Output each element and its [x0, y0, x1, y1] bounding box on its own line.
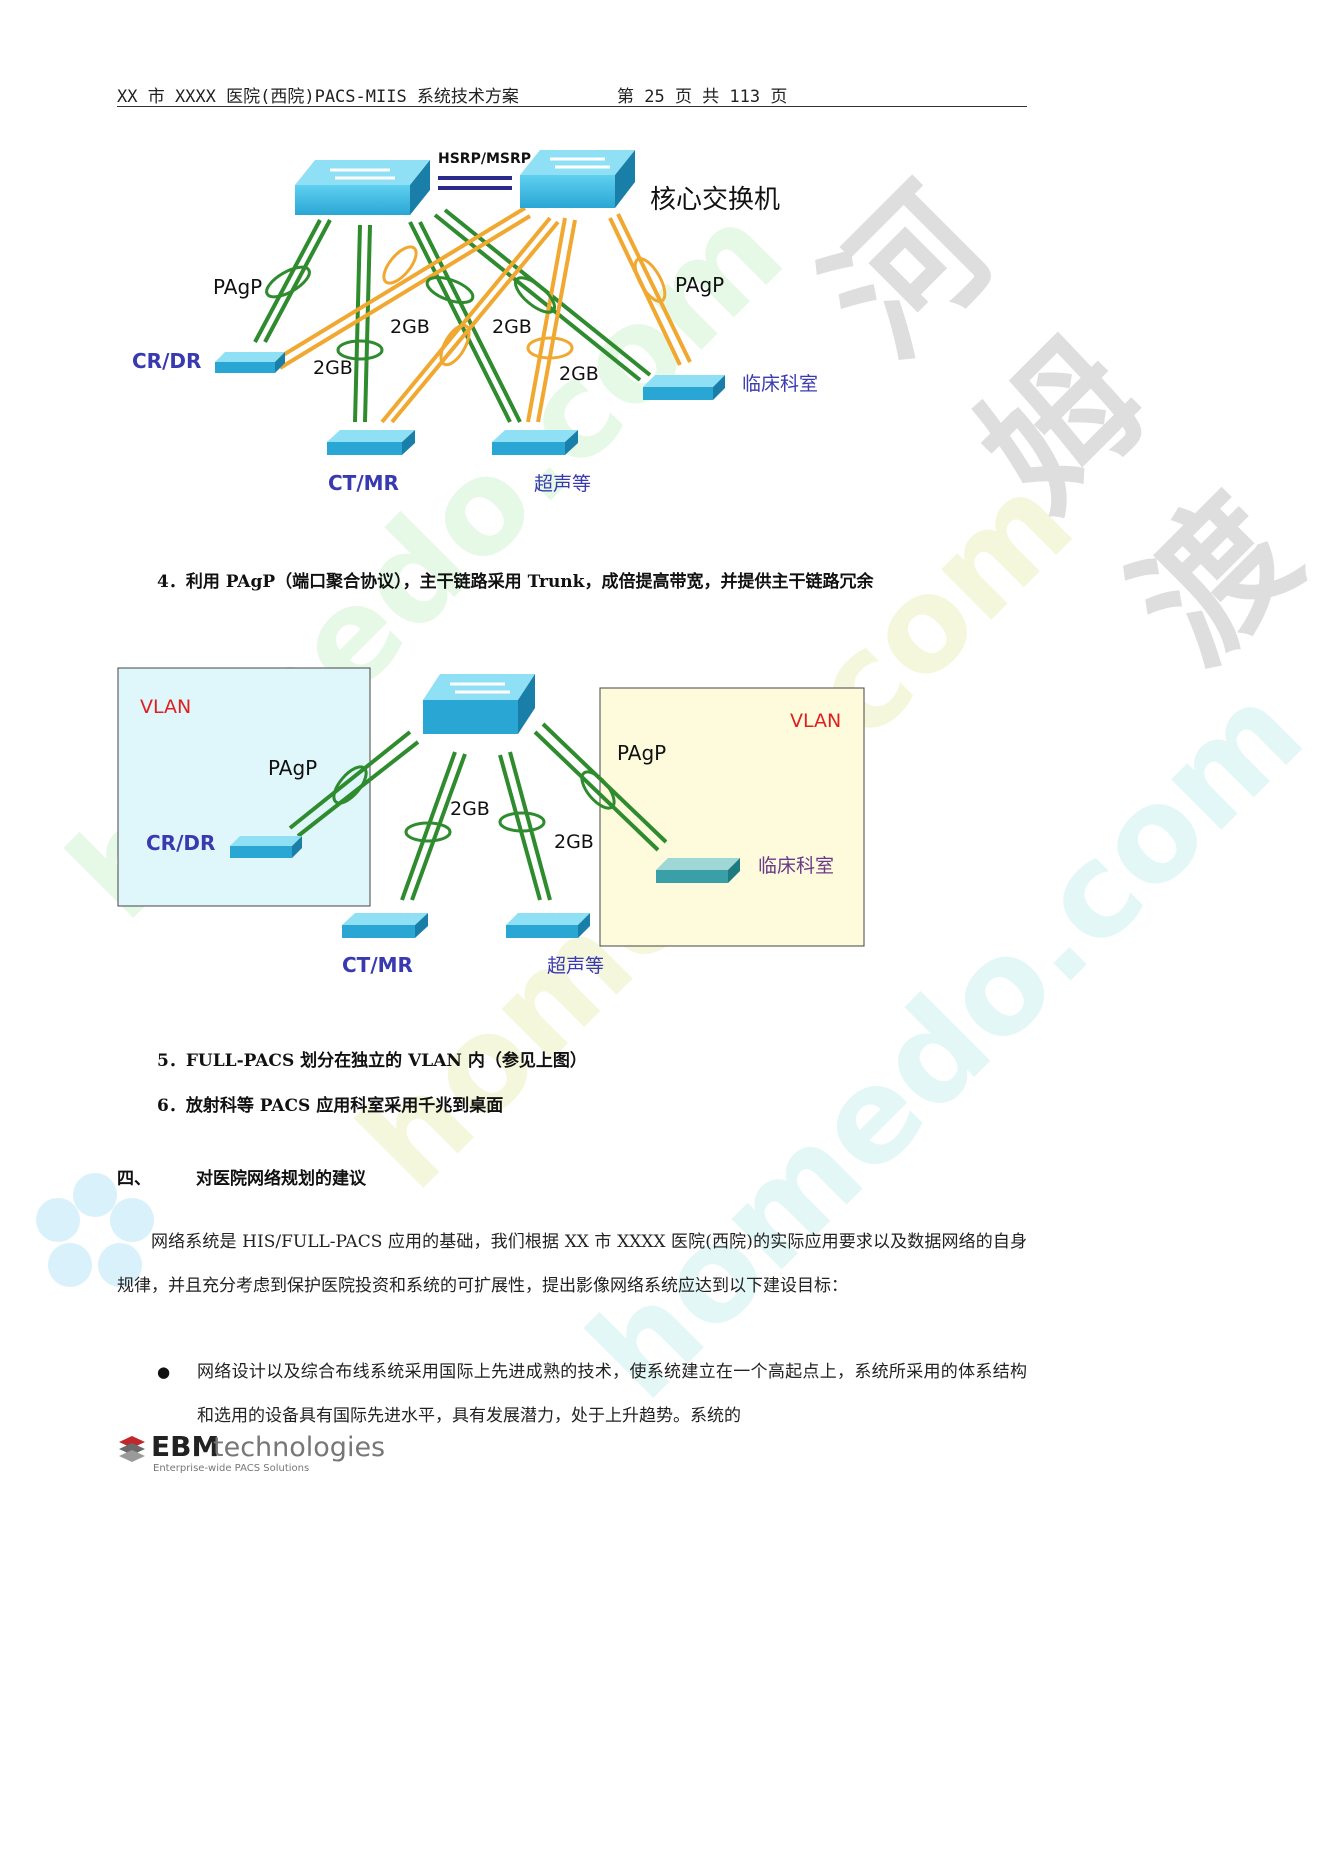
access-switch-us [492, 430, 578, 455]
access-switch-crdr [230, 836, 302, 858]
core-switch-left [295, 160, 430, 215]
us-label: 超声等 [547, 955, 604, 977]
crdr-label: CR/DR [146, 831, 215, 855]
vlan-label-right: VLAN [790, 710, 841, 732]
ebm-logo-icon [119, 1436, 145, 1462]
ctmr-label: CT/MR [342, 953, 413, 977]
clinic-label: 临床科室 [742, 373, 818, 395]
crdr-label: CR/DR [132, 349, 201, 373]
bullet-text: 网络设计以及综合布线系统采用国际上先进成熟的技术，使系统建立在一个高起点上，系统… [197, 1362, 1027, 1426]
core-switch-label: 核心交换机 [650, 185, 780, 215]
gb-label-1: 2GB [313, 357, 353, 379]
pagp-label-right: PAgP [675, 273, 724, 297]
vlan-network-diagram: VLAN VLAN PAgP PAgP 2GB 2GB CR/DR CT/MR … [117, 667, 865, 977]
gb-label-4: 2GB [559, 363, 599, 385]
watermark-flower-icon [36, 1173, 154, 1287]
gb-label-2: 2GB [390, 316, 430, 338]
access-switch-clinic [656, 858, 740, 883]
core-switch-right [520, 150, 635, 208]
access-switch-clinic [643, 375, 725, 400]
bullet-icon: ● [157, 1363, 171, 1381]
item-6-text: 6．放射科等 PACS 应用科室采用千兆到桌面 [157, 1096, 504, 1116]
item-4-text: 4．利用 PAgP（端口聚合协议），主干链路采用 Trunk，成倍提高带宽，并提… [157, 572, 874, 592]
footer-logo: EBM technologies Enterprise-wide PACS So… [117, 1430, 417, 1480]
header-page-number: 第 25 页 共 113 页 [617, 87, 788, 107]
section-number: 四、 [117, 1169, 151, 1189]
header-divider [117, 106, 1027, 107]
pagp-label-right: PAgP [617, 741, 666, 765]
core-network-diagram: HSRP/MSRP 核心交换机 PAgP PAgP 2GB 2GB 2GB 2G… [132, 150, 818, 495]
body-paragraph: 网络系统是 HIS/FULL-PACS 应用的基础，我们根据 XX 市 XXXX… [117, 1232, 1027, 1296]
brand-tagline: Enterprise-wide PACS Solutions [153, 1463, 310, 1474]
vlan-box-right [599, 687, 865, 947]
gb-label-3: 2GB [492, 316, 532, 338]
hsrp-label: HSRP/MSRP [438, 151, 531, 167]
vlan-label-left: VLAN [140, 696, 191, 718]
access-switch-ctmr [327, 430, 415, 455]
section-title: 对医院网络规划的建议 [196, 1169, 366, 1189]
us-label: 超声等 [534, 473, 591, 495]
brand-bold: EBM [151, 1430, 220, 1463]
pagp-label-left: PAgP [213, 275, 262, 299]
vlan-box-left [117, 667, 371, 907]
clinic-label: 临床科室 [758, 855, 834, 877]
brand-rest: technologies [213, 1432, 386, 1463]
access-switch-ctmr [342, 913, 428, 938]
gb-label-2: 2GB [554, 831, 594, 853]
core-switch [423, 674, 535, 734]
gb-label-1: 2GB [450, 798, 490, 820]
header-title: XX 市 XXXX 医院(西院)PACS-MIIS 系统技术方案 [117, 87, 519, 107]
ctmr-label: CT/MR [328, 471, 399, 495]
item-5-text: 5．FULL-PACS 划分在独立的 VLAN 内（参见上图） [157, 1051, 587, 1071]
pagp-label-left: PAgP [268, 756, 317, 780]
access-switch-crdr [215, 352, 285, 373]
access-switch-us [506, 913, 590, 938]
